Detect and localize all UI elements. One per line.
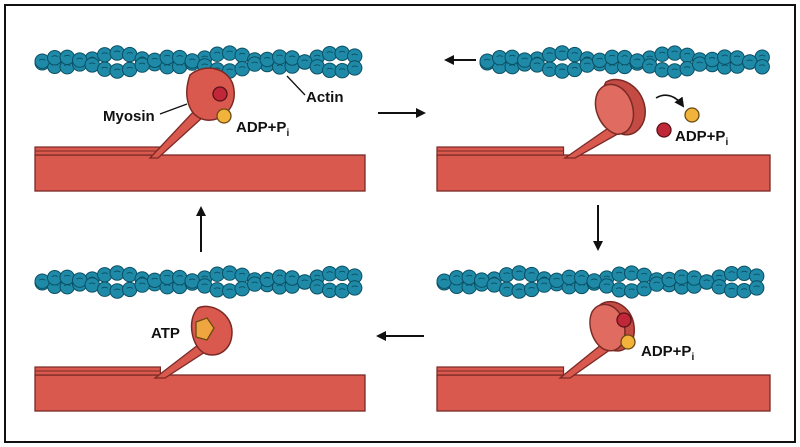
panel-top-left: Myosin Actin ADP+Pi: [34, 45, 366, 192]
actin-bead: [661, 271, 677, 288]
actin-bead: [334, 45, 350, 61]
actin-bead: [624, 265, 640, 281]
panel-top-right: ADP+Pi: [436, 45, 771, 192]
actin-bead: [59, 49, 75, 65]
actin-bead: [222, 45, 238, 61]
actin-bead-chain-icon: [436, 265, 765, 299]
panel-bottom-left: ATP: [34, 265, 366, 412]
actin-bead: [222, 265, 238, 281]
myosin-leader-line: [159, 103, 188, 115]
actin-bead: [334, 265, 350, 281]
actin-bead: [334, 62, 350, 79]
adp-pi-label: ADP+Pi: [236, 119, 289, 139]
actin-bead: [624, 283, 640, 299]
actin-bead-chain-icon: [34, 45, 363, 79]
adp-molecule-icon: [616, 312, 632, 328]
myosin-label: Myosin: [103, 108, 155, 125]
phosphate-molecule-icon: [620, 334, 636, 350]
myosin-neck-icon: [148, 109, 204, 159]
actin-bead: [461, 269, 477, 285]
actin-bead: [667, 63, 683, 79]
adp-pi-label: ADP+Pi: [675, 128, 728, 148]
phosphate-molecule-icon: [684, 107, 700, 123]
myosin-neck-icon: [153, 344, 207, 379]
actin-bead: [334, 283, 350, 299]
thick-filament-icon: [436, 146, 771, 192]
actin-bead: [504, 49, 520, 65]
actin-bead-chain-icon: [34, 265, 363, 299]
actin-bead: [549, 272, 565, 288]
atp-label: ATP: [151, 325, 180, 342]
actin-bead: [259, 51, 275, 68]
outer-frame: [4, 4, 796, 443]
actin-bead-chain-icon: [479, 45, 770, 79]
actin-bead: [704, 51, 720, 68]
actin-bead: [347, 60, 363, 76]
actin-bead: [736, 265, 752, 281]
actin-leader-line: [286, 75, 306, 96]
actin-bead: [754, 59, 770, 75]
myosin-head-icon: [589, 303, 626, 352]
thick-filament-icon: [436, 366, 771, 412]
actin-bead: [222, 283, 238, 299]
actin-bead: [347, 280, 363, 296]
actin-bead: [667, 45, 683, 61]
actin-bead: [749, 280, 765, 296]
curved-arrow-icon: [655, 94, 685, 108]
actin-label: Actin: [306, 89, 344, 106]
phosphate-molecule-icon: [216, 108, 232, 124]
panel-bottom-right: ADP+Pi: [436, 265, 771, 412]
adp-molecule-icon: [212, 86, 228, 102]
actin-bead: [147, 52, 163, 68]
actin-bead: [592, 52, 608, 68]
myosin-head-icon: [594, 83, 635, 135]
adp-pi-label: ADP+Pi: [641, 343, 694, 363]
thick-filament-icon: [34, 146, 366, 192]
actin-bead: [147, 272, 163, 288]
actin-bead: [259, 271, 275, 288]
thick-filament-icon: [34, 366, 366, 412]
actin-bead: [59, 269, 75, 285]
atp-pentagon-icon: [195, 317, 215, 341]
actin-bead: [736, 283, 752, 299]
adp-molecule-icon: [656, 122, 672, 138]
